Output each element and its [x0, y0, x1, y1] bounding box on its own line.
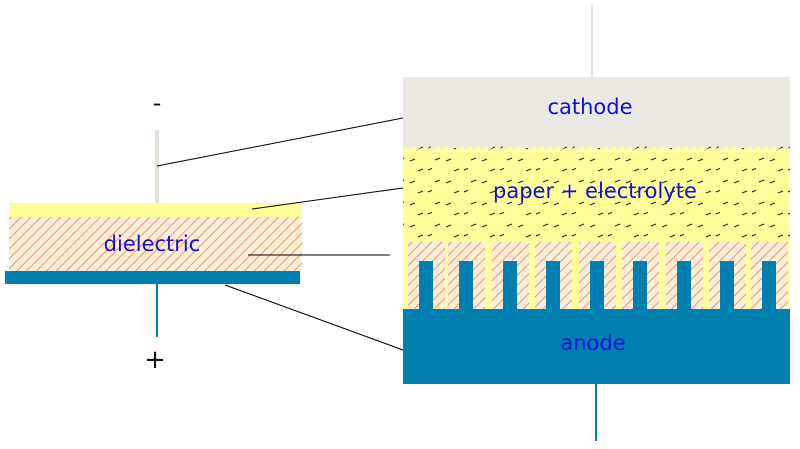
zoomed-cross-section: cathode paper + electrolyte anode: [403, 5, 790, 441]
anode-finger-1: [419, 261, 433, 309]
electrolyte-dashes: [403, 146, 790, 242]
anode-finger-8: [720, 261, 734, 309]
anode-fingers: [419, 261, 776, 309]
connector-cathode: [156, 117, 404, 167]
overview-capacitor: - + dielectric: [5, 89, 302, 375]
anode-finger-5: [590, 261, 604, 309]
anode-finger-3: [503, 261, 517, 309]
plus-sign: +: [144, 345, 166, 375]
connector-anode: [224, 284, 404, 351]
connector-electrolyte: [251, 187, 404, 210]
anode-finger-4: [546, 261, 560, 309]
overview-anode-layer: [5, 271, 300, 284]
anode-label: anode: [560, 331, 625, 355]
anode-finger-2: [459, 261, 473, 309]
anode-base: [403, 309, 790, 384]
minus-sign: -: [153, 89, 162, 117]
overview-electrolyte-layer: [9, 203, 302, 217]
anode-finger-7: [677, 261, 691, 309]
zoom-connectors: [156, 117, 404, 351]
cathode-label: cathode: [547, 95, 632, 119]
cathode-region: [403, 77, 790, 149]
overview-dielectric-layer: [9, 217, 302, 271]
anode-finger-9: [762, 261, 776, 309]
dielectric-label: dielectric: [104, 232, 201, 256]
electrolyte-label: paper + electrolyte: [493, 179, 697, 203]
anode-finger-6: [633, 261, 647, 309]
